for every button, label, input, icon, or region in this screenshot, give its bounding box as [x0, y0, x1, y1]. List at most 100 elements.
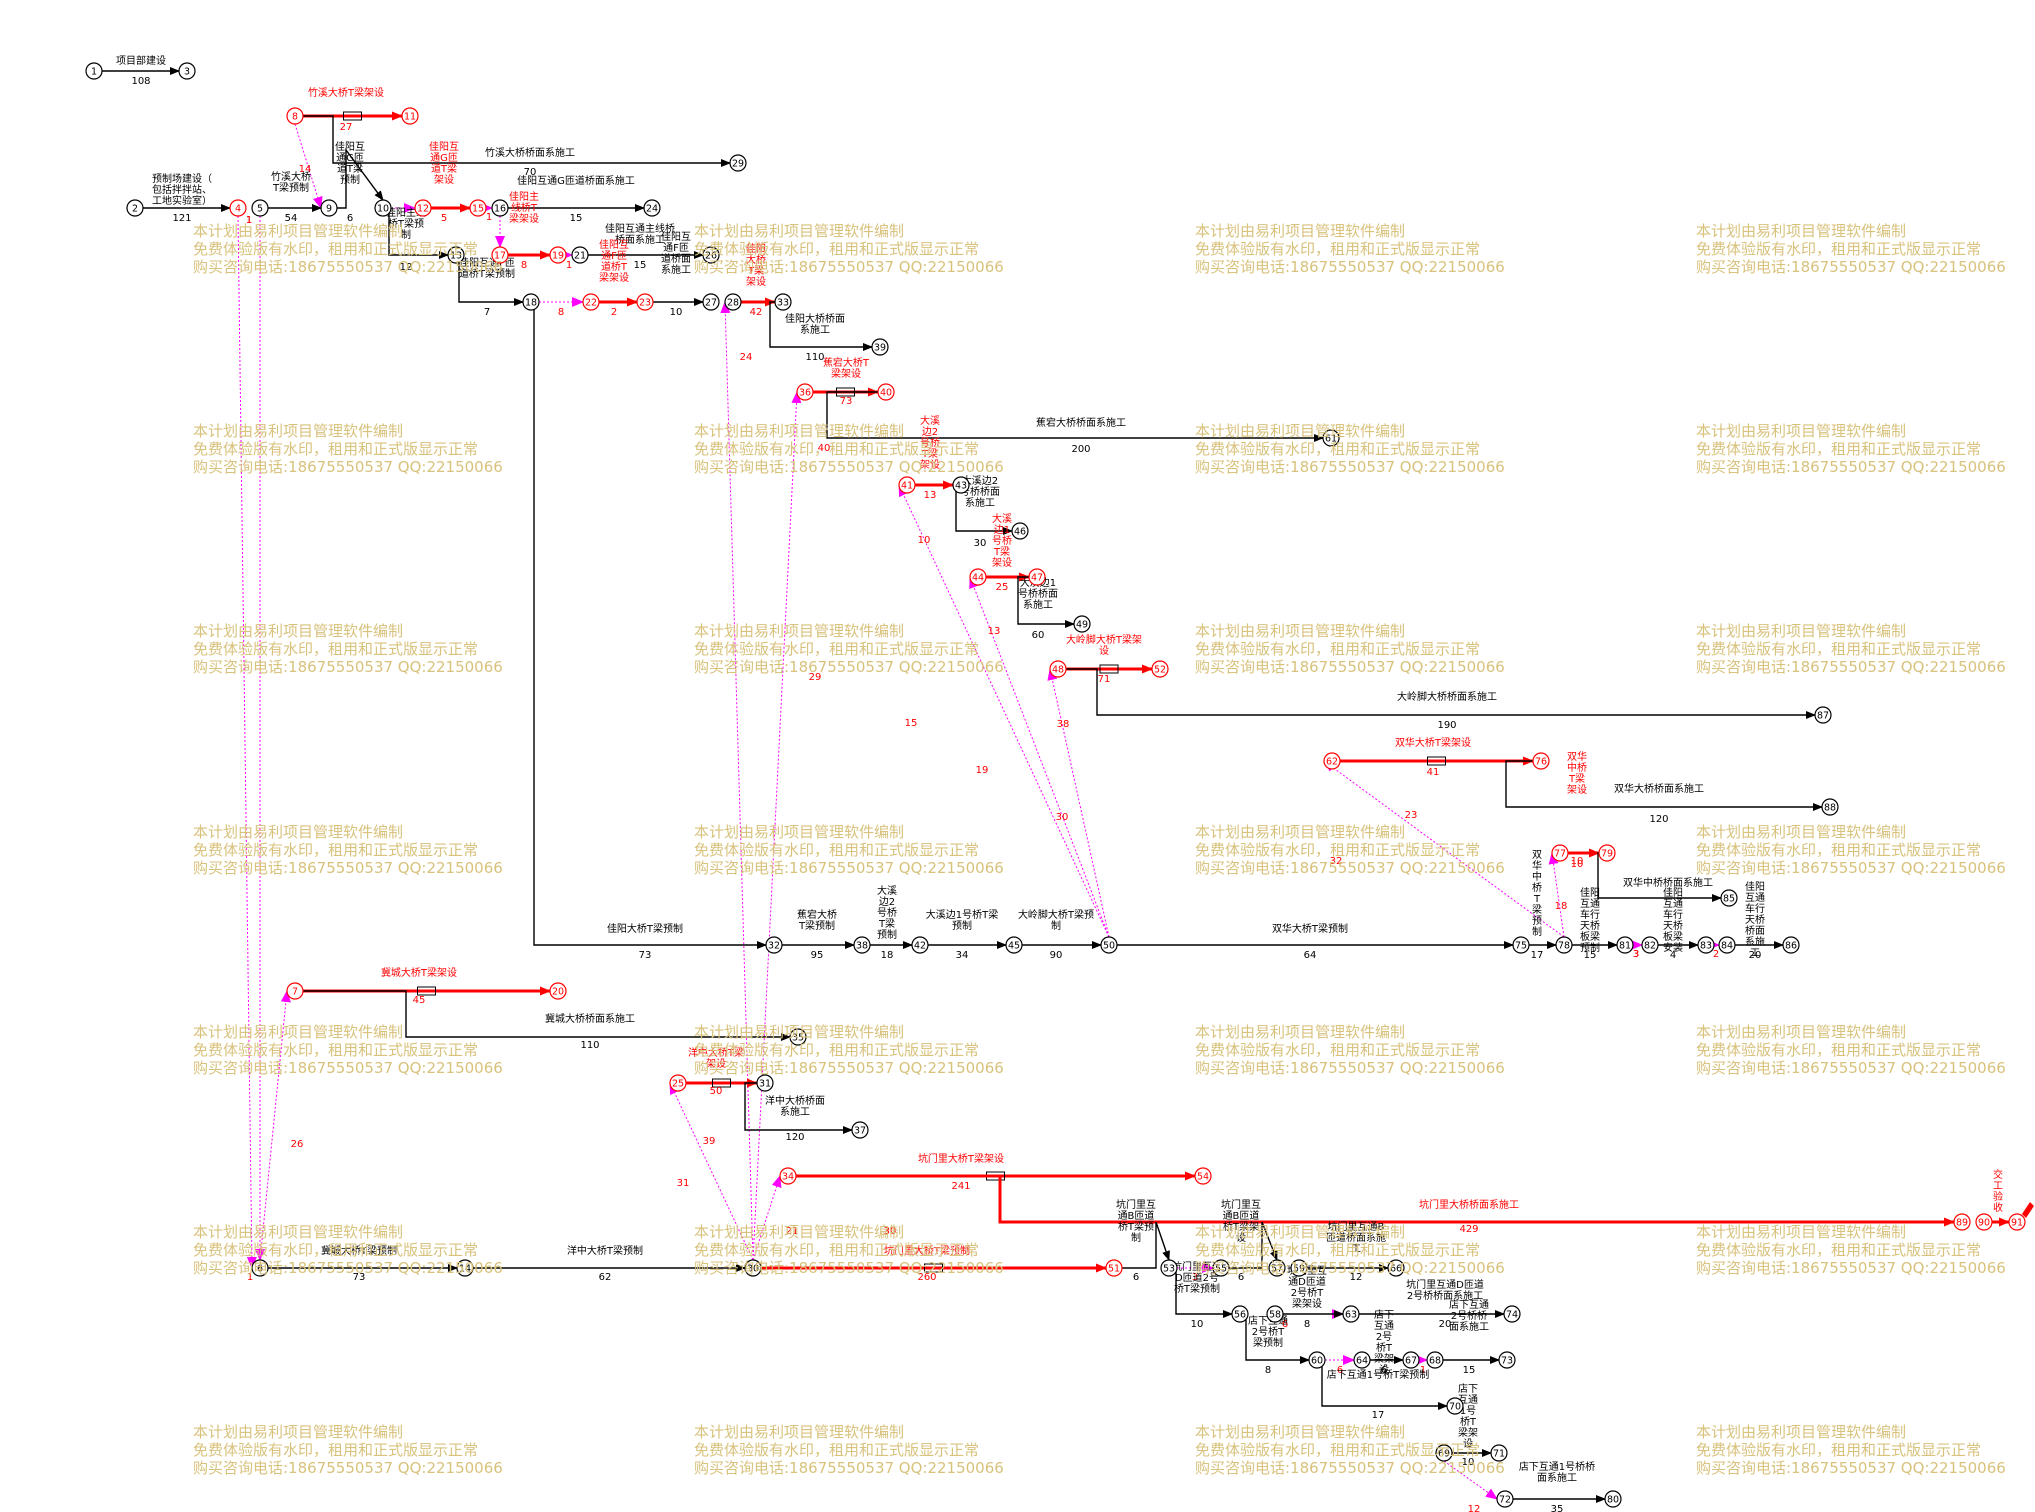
activity-duration: 200 [1071, 444, 1090, 455]
activity-name: 预制场建设（ [152, 172, 212, 185]
event-node: 74 [1503, 1305, 1521, 1323]
activity-arrow [533, 301, 767, 949]
activity-name: 通G匝 [430, 152, 458, 164]
event-node-circle [669, 1074, 687, 1092]
event-node: 77 [1551, 844, 1569, 862]
activity-duration: 260 [917, 1272, 936, 1283]
activity-name: 冀城大桥T梁预制 [321, 1244, 397, 1257]
activity-name: 大溪 [992, 512, 1012, 525]
activity-name: 通G匝 [336, 152, 364, 164]
activity-name: 佳阳互 [661, 230, 691, 243]
activity-name: 桥T梁预 [1118, 1220, 1154, 1233]
event-node: 20 [549, 982, 567, 1000]
activity-name: 收 [1993, 1201, 2003, 1214]
event-node-circle [229, 199, 247, 217]
event-node-number: 47 [1031, 573, 1043, 584]
event-node: 71 [1490, 1444, 1508, 1462]
event-node-circle [952, 476, 970, 494]
event-node-number: 2 [132, 204, 138, 215]
activity-name: 系施 [1745, 935, 1765, 948]
activity-name: 竹溪大桥桥面系施工 [485, 146, 575, 159]
activity-name: T梁 [921, 447, 938, 460]
event-node-circle [491, 246, 509, 264]
event-node: 1 [85, 62, 103, 80]
activity-name: T梁预制 [272, 181, 309, 194]
activity-duration: 121 [172, 213, 191, 224]
event-node-number: 91 [2011, 1218, 2023, 1229]
activity-name: D匝道2号 [1175, 1271, 1219, 1284]
activity-name: 设 [1379, 1364, 1389, 1376]
activity-name: 道T梁 [431, 162, 457, 175]
event-node-circle [774, 293, 792, 311]
activity-name: 大岭脚大桥桥面系施工 [1397, 690, 1497, 703]
activity-name: 系施工 [661, 263, 691, 276]
event-node: 36 [796, 383, 814, 401]
virtual-link [237, 215, 257, 1269]
event-node-number: 4 [235, 204, 241, 215]
activity-arrow [1066, 668, 1816, 719]
event-node-number: 33 [777, 298, 789, 309]
event-node: 58 [1266, 1305, 1284, 1323]
activity-arrow [1505, 760, 1823, 811]
event-node: 26 [702, 246, 720, 264]
event-node-number: 20 [552, 987, 564, 998]
milestone-marker [343, 111, 362, 121]
event-node: 22 [582, 293, 600, 311]
event-node: 31 [756, 1074, 774, 1092]
activity-duration: 110 [805, 352, 824, 363]
event-node-number: 39 [874, 343, 886, 354]
activity-name: 梁 [1532, 903, 1542, 916]
activity-name: 佳阳互通G匝道桥面系施工 [517, 174, 635, 187]
activity-name: 洋中大桥T梁 [688, 1046, 744, 1059]
event-node-number: 63 [1345, 1310, 1357, 1321]
virtual-duration-label: 3 [1633, 949, 1639, 960]
activity-name: 佳阳主 [509, 190, 539, 203]
activity-arrow [1122, 1221, 1170, 1269]
event-node-number: 88 [1824, 803, 1836, 814]
activity-duration: 62 [599, 1272, 612, 1283]
activity-duration: 73 [353, 1272, 366, 1283]
activity-name: 桥T梁预制 [1174, 1282, 1220, 1295]
event-node-circle [286, 982, 304, 1000]
virtual-duration-label: 3 [1192, 1272, 1198, 1283]
activity-arrow [303, 115, 731, 167]
activity-name: T [1533, 894, 1541, 905]
event-node-circle [1697, 936, 1715, 954]
activity-duration: 90 [1050, 950, 1063, 961]
activity-name: 华 [1532, 859, 1542, 872]
activity-name: 架设 [434, 174, 454, 186]
activity-duration: 8 [521, 260, 527, 271]
activity-name: 制 [401, 228, 411, 241]
virtual-duration-label: 29 [809, 672, 822, 683]
event-node-number: 56 [1234, 1310, 1246, 1321]
activity-name: 2号 [1376, 1331, 1392, 1343]
event-node: 9 [320, 199, 338, 217]
activity-name: T梁 [747, 264, 764, 277]
event-node-circle [320, 199, 338, 217]
event-node: 67 [1402, 1351, 1420, 1369]
activity-duration: 27 [340, 122, 353, 133]
activity-duration: 241 [951, 1181, 970, 1192]
event-node-circle [744, 1259, 762, 1277]
virtual-duration-label: 1 [246, 215, 252, 226]
activity-duration: 50 [710, 1086, 723, 1097]
event-node-number: 57 [1271, 1264, 1283, 1275]
activity-name: 工 [1750, 948, 1760, 959]
event-node: 2 [126, 199, 144, 217]
event-node: 30 [744, 1259, 762, 1277]
milestone-marker [417, 986, 436, 996]
virtual-link [720, 301, 754, 1261]
event-node-number: 59 [1293, 1264, 1305, 1275]
activity-name: 互通 [1745, 892, 1765, 904]
event-node-number: 18 [525, 298, 537, 309]
event-node-number: 48 [1052, 665, 1064, 676]
activity-name: 系施工 [780, 1105, 810, 1118]
activity-duration: 2 [611, 307, 617, 318]
activity-name: 号桥桥面 [960, 486, 1000, 498]
activity-name: 安装 [1663, 941, 1683, 954]
event-node: 81 [1616, 936, 1634, 954]
activity-name: 预制 [340, 173, 360, 186]
activity-name: 大桥 [746, 253, 766, 266]
activity-name: 工地实验室） [152, 194, 212, 207]
